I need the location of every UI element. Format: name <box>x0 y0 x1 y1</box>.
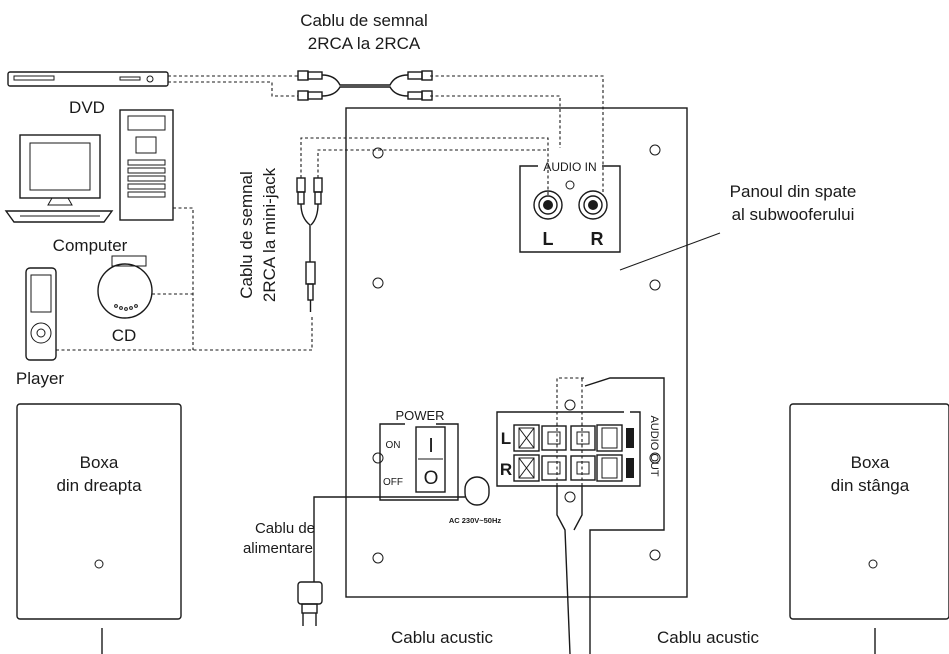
audio-in-block <box>519 165 621 253</box>
power-on-label: ON <box>386 440 401 451</box>
power-cable-label-line2: alimentare <box>243 540 313 557</box>
switch-off-mark: O <box>424 468 439 489</box>
speaker-cable-label-right: Cablu acustic <box>657 628 760 647</box>
rca-to-rca-cable <box>297 70 433 101</box>
left-speaker-label-line2: din stânga <box>831 476 910 495</box>
rear-panel-label-line2: al subwooferului <box>732 205 855 224</box>
cd-player <box>97 255 153 319</box>
rear-panel-pointer <box>619 232 721 271</box>
audio-in-right-label: R <box>591 229 604 249</box>
audio-out-label: AUDIO OUT <box>648 415 660 476</box>
speaker-cable-label-left: Cablu acustic <box>391 628 494 647</box>
player-label: Player <box>16 369 65 388</box>
right-speaker-label-line1: Boxa <box>80 453 119 472</box>
minijack-label: Cablu de semnal 2RCA la mini-jack <box>237 167 279 302</box>
dvd-player <box>7 71 169 87</box>
audio-out-terminal <box>496 411 641 487</box>
audio-out-left-label: L <box>501 429 511 448</box>
mp3-player <box>25 267 57 361</box>
ac-label: AC 230V~50Hz <box>449 516 502 525</box>
switch-on-mark: I <box>428 435 434 457</box>
right-speaker-label-line2: din dreapta <box>56 476 142 495</box>
computer <box>4 109 174 223</box>
power-cable <box>297 496 465 626</box>
dvd-label: DVD <box>69 98 105 117</box>
computer-label: Computer <box>53 236 128 255</box>
left-speaker <box>789 403 949 620</box>
audio-out-right-label: R <box>500 460 512 479</box>
subwoofer-rear-panel <box>345 107 688 598</box>
rear-panel-label-line1: Panoul din spate <box>730 182 857 201</box>
speaker-wiring <box>101 377 876 654</box>
cd-label: CD <box>112 326 137 345</box>
ac-socket <box>464 476 490 506</box>
power-switch <box>379 423 459 501</box>
power-off-label: OFF <box>383 477 403 488</box>
rca-cable-label-line1: Cablu de semnal <box>300 11 428 30</box>
audio-in-left-label: L <box>543 229 554 249</box>
rca-cable-label-line2: 2RCA la 2RCA <box>308 34 421 53</box>
power-cable-label-line1: Cablu de <box>255 520 315 537</box>
right-speaker <box>16 403 182 620</box>
signal-wiring <box>56 75 604 351</box>
audio-in-label: AUDIO IN <box>543 160 596 174</box>
svg-text:Cablu de semnal: Cablu de semnal <box>237 171 256 299</box>
power-label: POWER <box>395 408 444 423</box>
svg-text:2RCA la mini-jack: 2RCA la mini-jack <box>260 167 279 302</box>
left-speaker-label-line1: Boxa <box>851 453 890 472</box>
rca-to-minijack-cable <box>296 177 323 312</box>
